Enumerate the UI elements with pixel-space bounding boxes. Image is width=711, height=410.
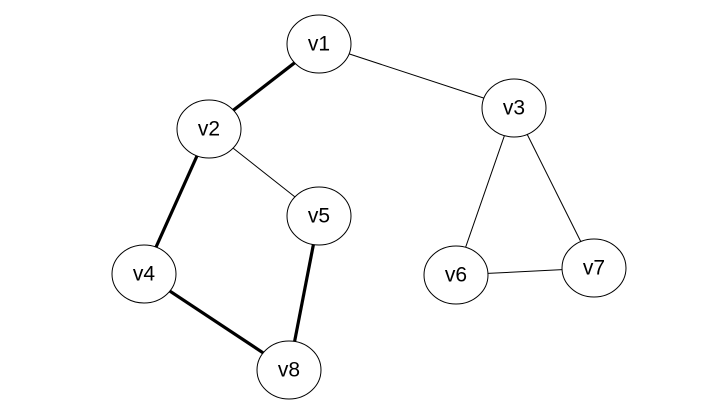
- node-v3-label: v3: [503, 97, 525, 120]
- node-v6-label: v6: [445, 264, 467, 287]
- edges-layer: [154, 53, 582, 355]
- node-v8: v8: [256, 340, 322, 400]
- edge-v1-v2: [232, 61, 296, 112]
- node-v7-label: v7: [583, 257, 605, 280]
- edge-v6-v7: [487, 269, 563, 274]
- node-v5-label: v5: [308, 205, 330, 228]
- cropped-caption-text: [0, 399, 240, 410]
- edge-v1-v3: [348, 53, 485, 99]
- edge-v2-v4: [154, 155, 199, 248]
- node-v5: v5: [286, 186, 352, 246]
- node-v7: v7: [561, 238, 627, 298]
- node-v6: v6: [423, 245, 489, 305]
- node-v1-label: v1: [308, 33, 330, 56]
- edge-v3-v7: [526, 134, 582, 242]
- node-v2-label: v2: [198, 118, 220, 141]
- edge-v4-v8: [168, 289, 265, 355]
- node-v2: v2: [176, 99, 242, 159]
- node-v3: v3: [481, 78, 547, 138]
- node-v1: v1: [286, 14, 352, 74]
- edge-v2-v5: [232, 147, 296, 198]
- nodes-layer: v1 v2 v3 v4 v5 v6 v7 v8: [111, 14, 627, 400]
- node-v4: v4: [111, 244, 177, 304]
- node-v4-label: v4: [133, 263, 156, 286]
- edge-v3-v6: [465, 135, 505, 248]
- edge-v5-v8: [293, 244, 315, 342]
- node-v8-label: v8: [278, 359, 300, 382]
